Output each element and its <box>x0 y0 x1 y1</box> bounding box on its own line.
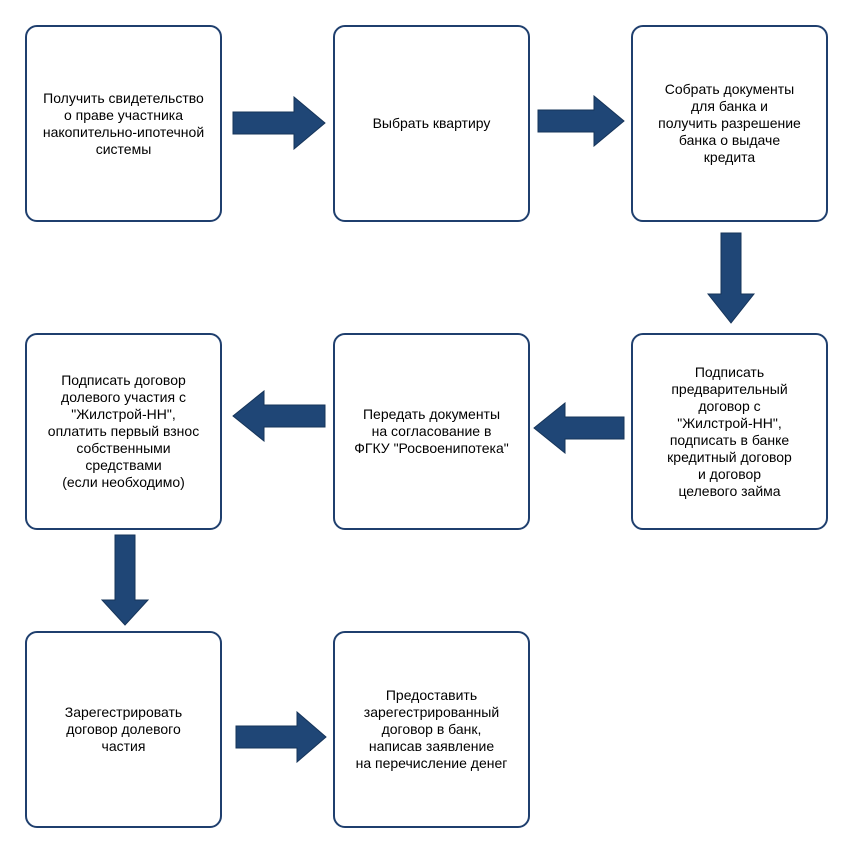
step-1-text: Получить свидетельство о праве участника… <box>42 89 205 157</box>
step-box-2: Выбрать квартиру <box>333 25 530 222</box>
step-5-text: Передать документы на согласование в ФГК… <box>354 406 509 456</box>
step-6-text: Подписать договор долевого участия с "Жи… <box>47 372 200 490</box>
step-box-3: Собрать документы для банка и получить р… <box>631 25 828 222</box>
arrow-right-icon <box>537 95 625 147</box>
step-box-4: Подписать предварительный договор с "Жил… <box>631 333 828 530</box>
step-8-text: Предоставить зарегестрированный договор … <box>355 687 508 771</box>
step-box-7: Зарегестрировать договор долевого частия <box>25 631 222 828</box>
arrow-left-icon <box>232 390 326 442</box>
arrow-down-icon <box>101 534 149 626</box>
step-box-8: Предоставить зарегестрированный договор … <box>333 631 530 828</box>
step-box-6: Подписать договор долевого участия с "Жи… <box>25 333 222 530</box>
arrow-right-icon <box>235 711 327 763</box>
step-4-text: Подписать предварительный договор с "Жил… <box>667 363 792 499</box>
step-7-text: Зарегестрировать договор долевого частия <box>64 704 183 754</box>
arrow-down-icon <box>707 232 755 324</box>
arrow-right-icon <box>232 96 326 150</box>
step-box-5: Передать документы на согласование в ФГК… <box>333 333 530 530</box>
arrow-left-icon <box>533 402 625 454</box>
step-2-text: Выбрать квартиру <box>372 115 491 131</box>
step-box-1: Получить свидетельство о праве участника… <box>25 25 222 222</box>
step-3-text: Собрать документы для банка и получить р… <box>658 81 801 165</box>
